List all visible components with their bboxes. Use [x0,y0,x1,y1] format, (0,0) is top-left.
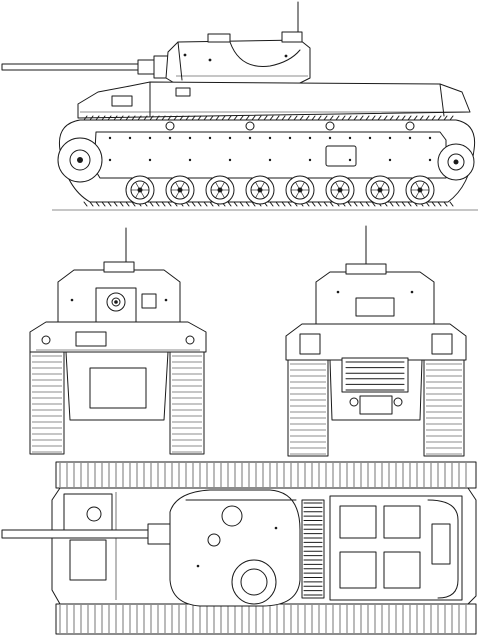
return-roller [405,121,415,131]
side-skirt [93,131,447,179]
rear-track-right [423,359,465,457]
upper-hull [77,81,471,119]
tow-hook-left [349,397,359,407]
rear-grille-slats [345,361,405,391]
road-wheel [165,175,195,205]
side-view [1,1,478,211]
rivet [388,136,392,140]
rivet [388,158,392,162]
deck-hatch-4 [383,551,421,589]
rivet [288,136,292,140]
main-gun [1,55,171,79]
top-track-lower [55,603,477,635]
road-wheel [245,175,275,205]
rivet [428,158,432,162]
return-roller [325,121,335,131]
cupola [281,31,303,43]
front-track-left [29,351,65,455]
return-roller [165,121,175,131]
rivet [208,136,212,140]
rivet [188,136,192,140]
exhaust-left [299,333,321,355]
rivet [348,158,352,162]
rivet [408,136,412,140]
road-wheels [125,175,435,205]
driver-visor [111,95,133,107]
deck-hatch-3 [339,551,377,589]
top-main-gun [1,523,171,545]
rear-cupola [345,263,387,275]
rivet [428,136,432,140]
front-hull [29,321,207,421]
turret-rear-hatch [355,297,395,317]
rivet [268,136,272,140]
rivet [228,136,232,140]
rear-view [285,225,467,457]
rivet [328,136,332,140]
rivet [308,158,312,162]
rivet [228,158,232,162]
tow-plate [359,395,393,415]
headlight-left [41,335,51,345]
front-view [29,227,207,455]
top-hatch-small [221,505,243,527]
road-wheel [325,175,355,205]
rivet [188,158,192,162]
rivet [148,158,152,162]
road-wheel [285,175,315,205]
front-idler [57,137,103,183]
top-turret [169,489,301,607]
rivet [248,136,252,140]
top-view [1,461,477,635]
rear-turret [315,263,435,325]
engine-grille [341,357,409,393]
rivet [128,136,132,140]
rear-track-left [287,359,329,457]
return-rollers [165,121,415,131]
rear-stowage [431,523,451,565]
front-deck-details [63,492,117,600]
rear-hull [285,323,467,421]
rivet [108,136,112,140]
rivet [148,136,152,140]
road-wheel [205,175,235,205]
rivet [308,136,312,140]
rivet [108,158,112,162]
coaxial-mg-port [141,293,157,309]
commander-hatch [207,33,231,43]
rivet [168,136,172,140]
turret [165,31,311,85]
top-engine-deck [329,495,463,601]
road-wheel [405,175,435,205]
side-hatch [325,145,357,167]
front-cupola [103,261,135,273]
headlight-right [185,335,195,345]
road-wheel [365,175,395,205]
track-links [83,115,454,207]
skirt-rivets [108,136,432,162]
front-turret [57,261,181,323]
lower-glacis-plate [89,367,147,409]
deck-hatch-2 [383,505,421,539]
deck-hatch-1 [339,505,377,539]
top-track-upper [55,461,477,489]
tow-hook-right [393,397,403,407]
exhaust-right [431,333,453,355]
road-wheel [125,175,155,205]
rivet [368,136,372,140]
return-roller [245,121,255,131]
driver-port [75,331,107,347]
rivet [348,136,352,140]
front-track-right [169,351,205,455]
top-engine-grille [301,499,325,599]
drive-sprocket [437,143,475,181]
rivet [268,158,272,162]
